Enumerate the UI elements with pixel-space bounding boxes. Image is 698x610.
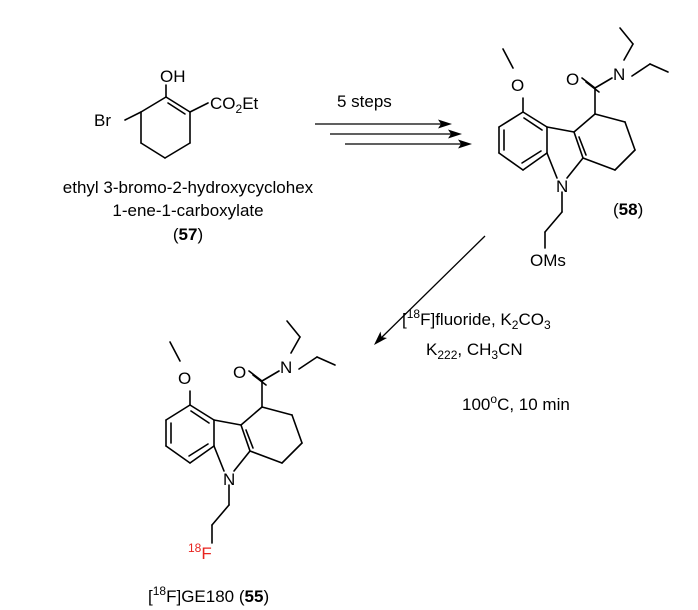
compound-57: OH Br CO2Et ethyl 3-bromo-2-hydroxycyclo…	[63, 67, 314, 244]
compound-55-name-label: [18F]GE180 (55)	[148, 584, 269, 606]
compound-55-amide-n: N	[280, 358, 292, 377]
compound-58-amide-n: N	[613, 65, 625, 84]
step2-conditions-line2: K222, CH3CN	[426, 340, 523, 362]
compound-58-ring-n: N	[556, 177, 568, 196]
step1-arrows	[315, 119, 472, 149]
compound-55-fluorine-label: 18F	[188, 541, 212, 563]
compound-55-ring-n: N	[223, 470, 235, 489]
compound-58-bonds	[498, 27, 669, 249]
compound-57-number-label: (57)	[173, 225, 203, 244]
compound-55-bonds	[165, 320, 336, 544]
compound-55-methoxy-o: O	[178, 369, 191, 388]
compound-58: O O N N OMs (58)	[498, 27, 669, 270]
compound-55: O O N N 18F [18F]GE180 (55)	[148, 320, 336, 606]
compound-57-ester-label: CO2Et	[210, 94, 259, 116]
compound-58-oms-label: OMs	[530, 251, 566, 270]
step1-label: 5 steps	[337, 92, 392, 111]
compound-58-amide-o: O	[566, 70, 579, 89]
compound-57-br-label: Br	[94, 111, 111, 130]
compound-55-amide-o: O	[233, 363, 246, 382]
compound-57-name-line1: ethyl 3-bromo-2-hydroxycyclohex	[63, 178, 314, 197]
compound-58-methoxy-o: O	[511, 76, 524, 95]
compound-57-bonds	[124, 84, 209, 159]
compound-57-oh-label: OH	[160, 67, 186, 86]
compound-58-number-label: (58)	[613, 200, 643, 219]
step2-arrow	[374, 235, 486, 345]
compound-57-name-line2: 1-ene-1-carboxylate	[112, 201, 263, 220]
step2-conditions-line3: 100oC, 10 min	[462, 392, 570, 414]
step2-conditions-line1: [18F]fluoride, K2CO3	[402, 307, 551, 332]
